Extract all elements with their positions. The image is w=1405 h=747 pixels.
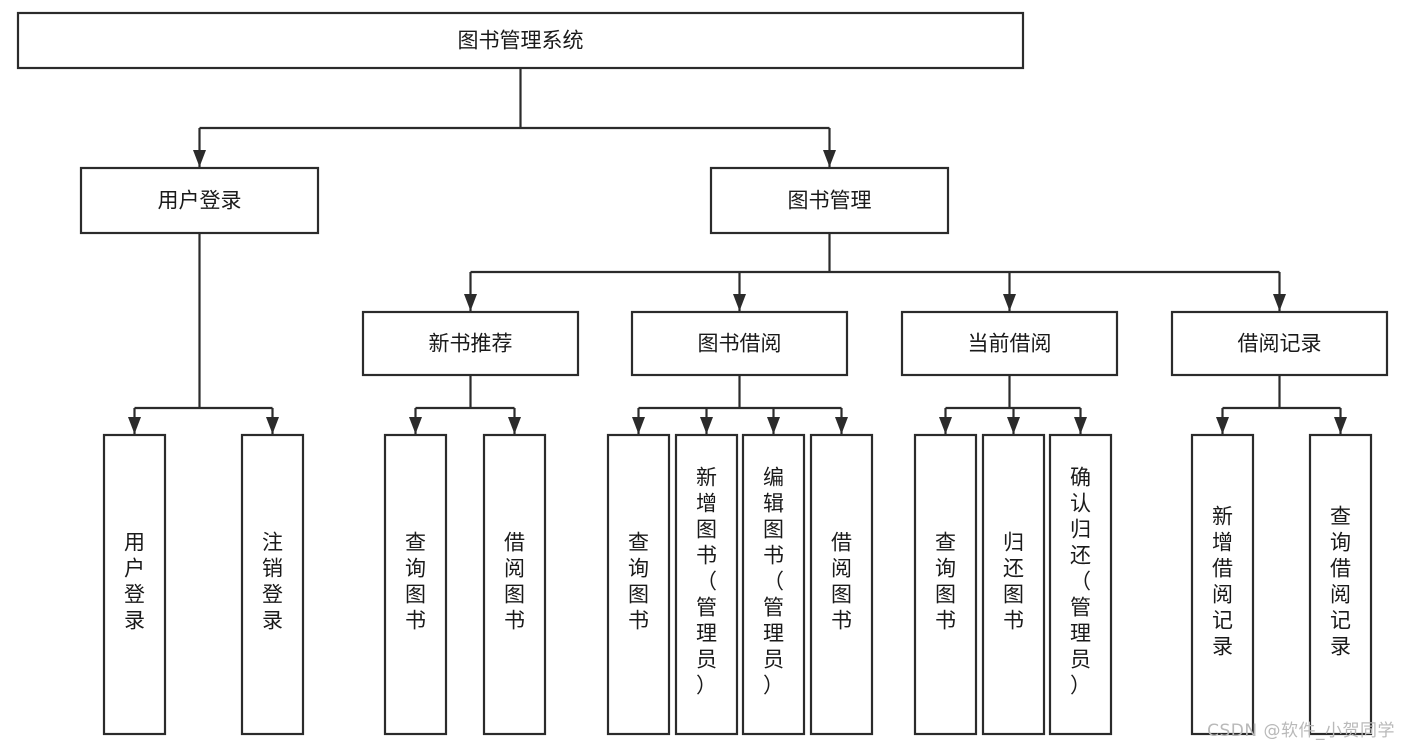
node-root-0[interactable]: 图书管理系统 bbox=[16, 11, 1025, 70]
node-leaf-6[interactable]: 编辑图书（管理员） bbox=[741, 433, 806, 736]
node-label: 查询图书 bbox=[935, 531, 956, 633]
edges-login-to-leaves bbox=[128, 233, 279, 434]
arrow-head-icon bbox=[1007, 417, 1020, 434]
node-label: 查询图书 bbox=[405, 531, 426, 633]
node-leaf-2[interactable]: 查询图书 bbox=[383, 433, 448, 736]
node-label: 查询借阅记录 bbox=[1330, 505, 1351, 659]
arrow-head-icon bbox=[1334, 417, 1347, 434]
node-box[interactable] bbox=[1190, 433, 1255, 736]
edges-bookmgmt-to-level3 bbox=[464, 233, 1286, 311]
arrow-head-icon bbox=[733, 294, 746, 311]
arrow-head-icon bbox=[835, 417, 848, 434]
node-box[interactable] bbox=[709, 166, 950, 235]
node-box[interactable] bbox=[1048, 433, 1113, 736]
arrow-head-icon bbox=[939, 417, 952, 434]
node-box[interactable] bbox=[240, 433, 305, 736]
node-box[interactable] bbox=[383, 433, 448, 736]
node-box[interactable] bbox=[981, 433, 1046, 736]
node-leaf-12[interactable]: 查询借阅记录 bbox=[1308, 433, 1373, 736]
arrow-head-icon bbox=[1216, 417, 1229, 434]
edges-newbook-to-leaves bbox=[409, 375, 521, 434]
node-leaf-8[interactable]: 查询图书 bbox=[913, 433, 978, 736]
node-leaf-5[interactable]: 新增图书（管理员） bbox=[674, 433, 739, 736]
node-leaf-7[interactable]: 借阅图书 bbox=[809, 433, 874, 736]
arrow-head-icon bbox=[266, 417, 279, 434]
node-box[interactable] bbox=[482, 433, 547, 736]
node-box[interactable] bbox=[606, 433, 671, 736]
node-box[interactable] bbox=[102, 433, 167, 736]
node-leaf-0[interactable]: 用户登录 bbox=[102, 433, 167, 736]
node-label: 图书借阅 bbox=[698, 332, 782, 356]
node-boxes-layer: 图书管理系统用户登录图书管理新书推荐图书借阅当前借阅借阅记录用户登录注销登录查询… bbox=[16, 11, 1389, 736]
node-level3-1[interactable]: 图书借阅 bbox=[630, 310, 849, 377]
edges-current-to-leaves bbox=[939, 375, 1087, 434]
edges-root-to-level2 bbox=[193, 68, 836, 167]
arrow-head-icon bbox=[128, 417, 141, 434]
node-label: 确认归还（管理员） bbox=[1070, 466, 1091, 698]
node-level2-0[interactable]: 用户登录 bbox=[79, 166, 320, 235]
connectors-layer bbox=[128, 68, 1347, 434]
arrow-head-icon bbox=[464, 294, 477, 311]
node-box[interactable] bbox=[741, 433, 806, 736]
node-label: 借阅图书 bbox=[504, 531, 525, 633]
arrow-head-icon bbox=[700, 417, 713, 434]
arrow-head-icon bbox=[508, 417, 521, 434]
node-label: 新书推荐 bbox=[429, 332, 513, 356]
node-label: 新增借阅记录 bbox=[1212, 505, 1233, 659]
edges-records-to-leaves bbox=[1216, 375, 1347, 434]
node-leaf-9[interactable]: 归还图书 bbox=[981, 433, 1046, 736]
node-label: 编辑图书（管理员） bbox=[763, 466, 784, 698]
node-box[interactable] bbox=[674, 433, 739, 736]
node-box[interactable] bbox=[809, 433, 874, 736]
node-box[interactable] bbox=[900, 310, 1119, 377]
node-label: 当前借阅 bbox=[968, 332, 1052, 356]
node-box[interactable] bbox=[1170, 310, 1389, 377]
node-label: 图书管理系统 bbox=[458, 29, 584, 53]
node-label: 新增图书（管理员） bbox=[696, 466, 717, 698]
node-box[interactable] bbox=[16, 11, 1025, 70]
node-label: 用户登录 bbox=[158, 189, 242, 213]
node-label: 注销登录 bbox=[262, 531, 283, 633]
node-box[interactable] bbox=[1308, 433, 1373, 736]
node-leaf-3[interactable]: 借阅图书 bbox=[482, 433, 547, 736]
node-level2-1[interactable]: 图书管理 bbox=[709, 166, 950, 235]
node-label: 借阅图书 bbox=[831, 531, 852, 633]
arrow-head-icon bbox=[1273, 294, 1286, 311]
node-leaf-4[interactable]: 查询图书 bbox=[606, 433, 671, 736]
node-label: 借阅记录 bbox=[1238, 332, 1322, 356]
node-label: 图书管理 bbox=[788, 189, 872, 213]
node-label: 归还图书 bbox=[1003, 531, 1024, 633]
node-label: 查询图书 bbox=[628, 531, 649, 633]
node-box[interactable] bbox=[630, 310, 849, 377]
arrow-head-icon bbox=[193, 150, 206, 167]
arrow-head-icon bbox=[823, 150, 836, 167]
edges-borrow-to-leaves bbox=[632, 375, 848, 434]
csdn-watermark: CSDN @软件_小贺同学 bbox=[1207, 721, 1395, 741]
node-leaf-10[interactable]: 确认归还（管理员） bbox=[1048, 433, 1113, 736]
node-box[interactable] bbox=[361, 310, 580, 377]
node-label: 用户登录 bbox=[124, 531, 145, 633]
arrow-head-icon bbox=[409, 417, 422, 434]
arrow-head-icon bbox=[1003, 294, 1016, 311]
node-leaf-1[interactable]: 注销登录 bbox=[240, 433, 305, 736]
arrow-head-icon bbox=[632, 417, 645, 434]
arrow-head-icon bbox=[767, 417, 780, 434]
node-box[interactable] bbox=[79, 166, 320, 235]
node-leaf-11[interactable]: 新增借阅记录 bbox=[1190, 433, 1255, 736]
node-box[interactable] bbox=[913, 433, 978, 736]
node-level3-3[interactable]: 借阅记录 bbox=[1170, 310, 1389, 377]
arrow-head-icon bbox=[1074, 417, 1087, 434]
node-level3-0[interactable]: 新书推荐 bbox=[361, 310, 580, 377]
node-level3-2[interactable]: 当前借阅 bbox=[900, 310, 1119, 377]
